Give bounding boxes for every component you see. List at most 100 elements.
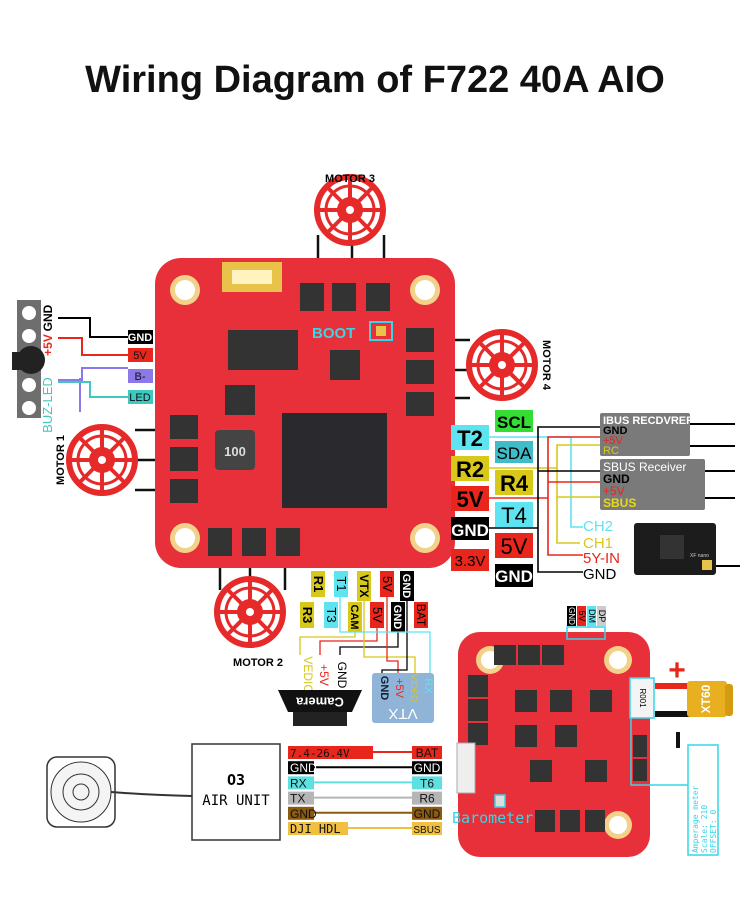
- pad-5v-b: 5V: [501, 534, 528, 559]
- vtx-5v-pin: +5V: [393, 678, 405, 699]
- vtx-gnd-pin: GND: [378, 676, 390, 701]
- air-unit-left-label: RX: [290, 776, 307, 790]
- buzzer: GND +5V BUZ-LED: [12, 300, 55, 433]
- buzzer-gnd-label: GND: [41, 304, 55, 331]
- uart-pad-labels: T2 R2 5V GND 3.3V SCL SDA R4 T4 5V GND: [451, 410, 533, 587]
- elrs-ch1: CH1: [583, 535, 613, 552]
- motor-2-label: MOTOR 2: [233, 657, 283, 669]
- pad-gnd-b: GND: [495, 567, 533, 586]
- pad-r2: R2: [456, 457, 484, 482]
- ibus-rc: RC: [603, 445, 619, 457]
- air-unit-right-pad: [412, 791, 442, 805]
- pad-r1: R1: [311, 576, 326, 593]
- camera-lens: [46, 756, 193, 828]
- camera-vtx-wires: [299, 597, 431, 675]
- pad-r3: R3: [300, 607, 315, 624]
- pad-cam: CAM: [348, 604, 360, 629]
- pad-5v: 5V: [133, 350, 147, 362]
- air-unit-right-pad: [412, 746, 442, 759]
- motor-4: MOTOR 4: [469, 332, 552, 398]
- camera-5v-pin: +5V: [317, 664, 331, 686]
- diagram-title: Wiring Diagram of F722 40A AIO: [85, 59, 665, 101]
- positive-sign: +: [668, 654, 686, 687]
- air-unit-right-label: SBUS: [413, 825, 441, 836]
- air-unit-right-label: BAT: [416, 746, 439, 760]
- vtx-label: VTX: [388, 705, 417, 722]
- air-unit: O3 AIR UNIT: [191, 743, 281, 841]
- sbus-5v: +5V: [603, 484, 625, 498]
- pad-sda: SDA: [497, 444, 533, 463]
- usb-gnd: GND: [567, 607, 576, 625]
- motor-3: MOTOR 3: [317, 173, 383, 243]
- motor-2: MOTOR 2: [217, 579, 283, 669]
- pad-gnd-vtx: GND: [400, 574, 412, 599]
- pad-5v-cam: 5V: [370, 607, 385, 623]
- inductor-marking: 100: [224, 444, 246, 459]
- elrs-module-mark: XF nano: [690, 553, 709, 559]
- air-unit-right-pad: [412, 761, 442, 775]
- motor-4-label: MOTOR 4: [540, 340, 552, 391]
- bottom-pads-row2: R3 T3 CAM 5V GND BAT: [300, 602, 428, 632]
- air-unit-left-pad: [288, 806, 314, 820]
- pad-t4: T4: [501, 503, 527, 528]
- flight-controller-board: 100 BOOT: [155, 258, 455, 568]
- ibus-receiver: IBUS RECDVRER GND +5V RC: [600, 413, 735, 457]
- pad-t3: T3: [324, 607, 339, 622]
- pad-t2: T2: [457, 426, 483, 451]
- vtx-video-pin: VIDEO: [409, 674, 419, 702]
- receiver-wires: [489, 426, 600, 573]
- camera: VEDIO +5V GND Camera: [278, 656, 362, 726]
- air-unit-left-label: GND: [290, 761, 317, 775]
- elrs-receiver: CH2 CH1 5Y-IN GND XF nano: [583, 518, 740, 583]
- buzzer-buz-led-label: BUZ-LED: [40, 377, 55, 433]
- air-unit-left-pad: [288, 822, 348, 835]
- air-unit-left-pad: [288, 746, 373, 759]
- pad-5v-vtx: 5V: [380, 576, 395, 592]
- sbus-title: SBUS Receiver: [603, 460, 686, 474]
- air-unit-right-pad: [412, 822, 442, 835]
- air-unit-left-pad: [288, 761, 314, 775]
- shunt-resistor: R001: [638, 688, 647, 708]
- barometer-label: Barometer: [452, 809, 533, 827]
- air-unit-left-pad: [288, 791, 314, 805]
- air-unit-left-pad: [288, 776, 314, 790]
- vtx: GND +5V VIDEO RX VTX: [372, 673, 434, 723]
- sbus-receiver: SBUS Receiver GND +5V SBUS: [600, 459, 735, 510]
- air-unit-right-pad: [412, 776, 442, 790]
- negative-sign-text: -: [0, 0, 1, 1]
- usb-5v: 5V: [577, 610, 587, 621]
- ibus-gnd: GND: [603, 425, 628, 437]
- esc-board: R001 Barometer: [452, 626, 688, 857]
- pad-gnd-a: GND: [451, 521, 489, 540]
- camera-gnd-pin: GND: [335, 662, 349, 689]
- pad-t1: T1: [334, 576, 349, 591]
- bottom-pads-row1: R1 T1 VTX 5V GND: [311, 571, 414, 601]
- amperage-meter-note: Amperage meter Scale: 210 OFFSET: 0: [687, 744, 719, 856]
- air-unit-label: AIR UNIT: [202, 793, 270, 809]
- ibus-5v: +5V: [603, 435, 624, 447]
- amperage-offset: OFFSET: 0: [709, 809, 718, 853]
- pad-5v-a: 5V: [457, 487, 484, 512]
- air-unit-name: O3: [227, 771, 245, 789]
- usb-dm: DM: [587, 609, 597, 623]
- air-unit-right-pad: [412, 806, 442, 820]
- camera-video-pin: VEDIO: [301, 656, 315, 693]
- pad-gnd: GND: [128, 332, 153, 344]
- air-unit-right-label: GND: [414, 807, 441, 821]
- usb-dp: DP: [597, 610, 607, 623]
- battery-connector: + - XT60: [0, 0, 733, 748]
- air-unit-left-label: DJI HDL: [290, 822, 341, 836]
- motor-1-label: MOTOR 1: [55, 435, 67, 485]
- air-unit-left-label: 7.4-26.4V: [290, 747, 350, 760]
- sbus-gnd: GND: [603, 472, 630, 486]
- xt60-label: XT60: [699, 684, 713, 713]
- ibus-title: IBUS RECDVRER: [603, 415, 694, 427]
- buzzer-pads: GND 5V B- LED: [128, 330, 153, 404]
- air-unit-left-label: TX: [290, 792, 305, 806]
- pad-vtx: VTX: [357, 574, 371, 597]
- amperage-title: Amperage meter: [691, 785, 700, 853]
- boot-button-label: BOOT: [312, 325, 355, 342]
